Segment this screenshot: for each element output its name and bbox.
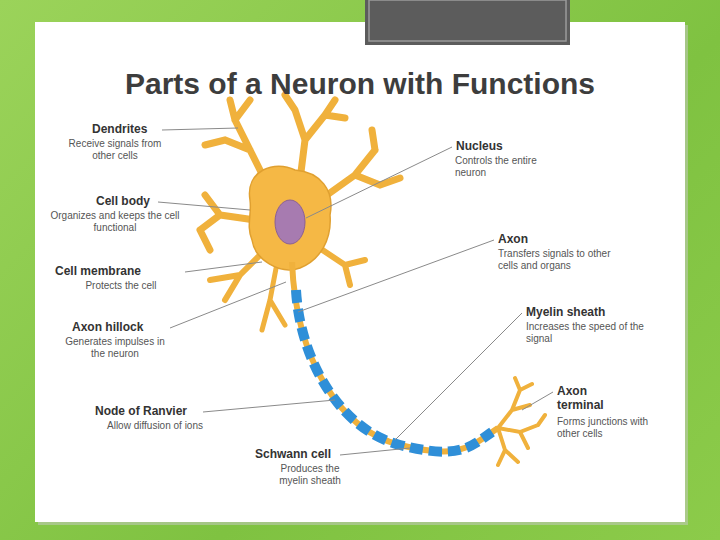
part-function: Generates impulses in the neuron xyxy=(60,336,170,360)
cell-body xyxy=(249,166,331,269)
myelin-sheath xyxy=(296,290,492,452)
white-card xyxy=(35,22,685,522)
part-function: Forms junctions with other cells xyxy=(557,416,672,440)
part-name: Cell membrane xyxy=(55,264,141,278)
part-function: Controls the entire neuron xyxy=(455,155,555,179)
diagram-title: Parts of a Neuron with Functions xyxy=(60,66,660,102)
part-name: Nucleus xyxy=(456,139,503,153)
part-name: Schwann cell xyxy=(255,447,331,461)
part-name: Axon hillock xyxy=(72,320,143,334)
part-function: Allow diffusion of ions xyxy=(100,420,210,432)
part-name: Node of Ranvier xyxy=(95,404,187,418)
part-function: Receive signals from other cells xyxy=(60,138,170,162)
part-name: Axon terminal xyxy=(557,384,617,413)
grey-bar xyxy=(365,0,570,45)
axon xyxy=(292,262,498,452)
leader-lines xyxy=(158,128,553,455)
part-name: Myelin sheath xyxy=(526,305,605,319)
grey-bar-border xyxy=(369,0,566,41)
part-function: Protects the cell xyxy=(66,280,176,292)
part-name: Cell body xyxy=(96,194,150,208)
part-function: Transfers signals to other cells and org… xyxy=(498,248,628,272)
part-function: Increases the speed of the signal xyxy=(526,321,646,345)
part-function: Produces the myelin sheath xyxy=(265,463,355,487)
part-name: Axon xyxy=(498,232,528,246)
axon-terminal xyxy=(498,378,545,465)
part-name: Dendrites xyxy=(92,122,147,136)
part-function: Organizes and keeps the cell functional xyxy=(50,210,180,234)
nucleus xyxy=(275,200,305,244)
